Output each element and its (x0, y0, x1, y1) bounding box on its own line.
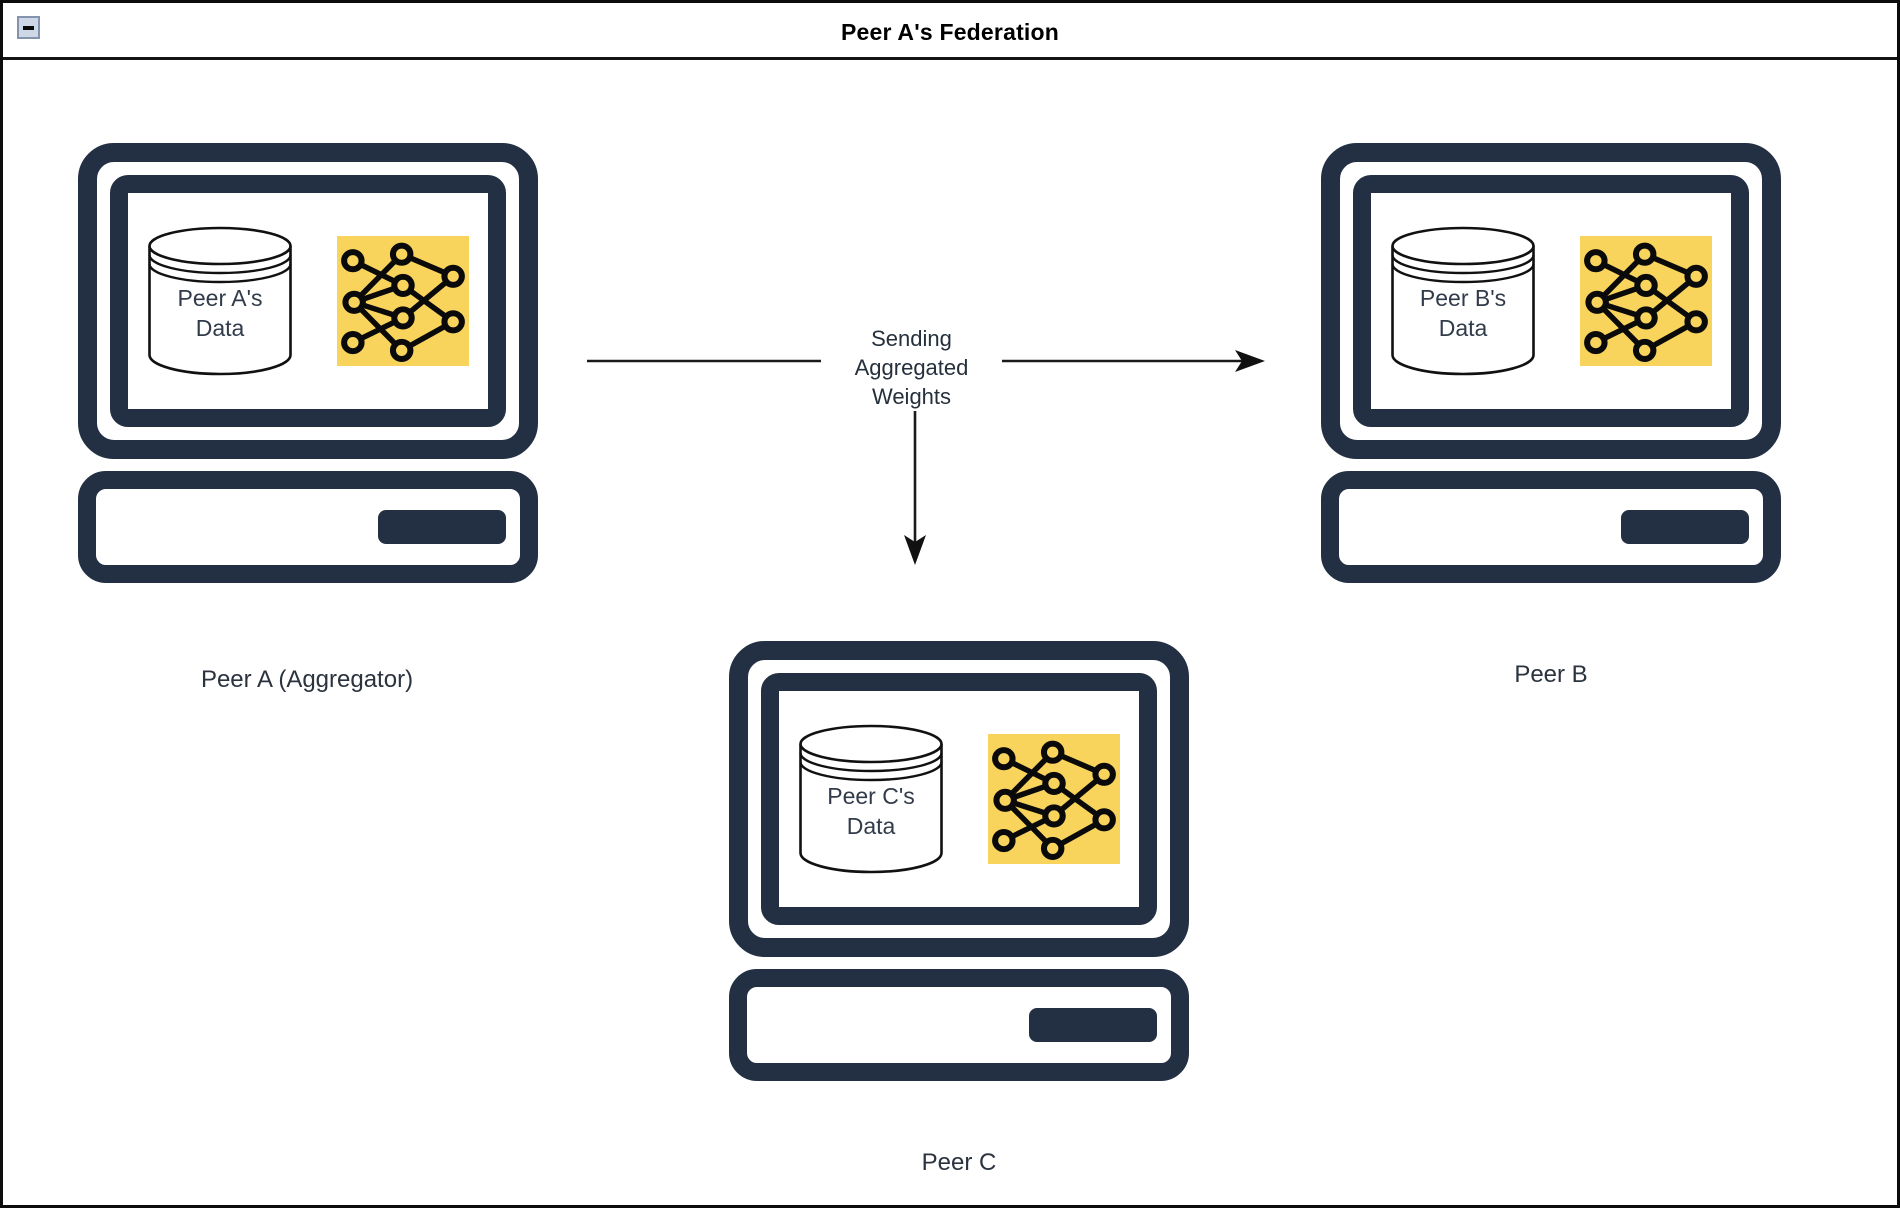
collapse-button[interactable] (17, 16, 40, 39)
database-icon: Peer A's Data (147, 225, 293, 377)
disk-slot-icon (1621, 510, 1749, 544)
computer-base-icon (729, 969, 1189, 1081)
peer-b-label[interactable]: Peer B (1514, 661, 1588, 688)
monitor-icon: Peer C's Data (729, 641, 1189, 957)
arrowhead-right-icon (1235, 350, 1265, 372)
disk-slot-icon (378, 510, 506, 544)
computer-base-icon (78, 471, 538, 583)
disk-slot-icon (1029, 1008, 1157, 1042)
database-icon: Peer B's Data (1390, 225, 1536, 377)
arrow-label[interactable]: Sending Aggregated Weights (821, 324, 1002, 411)
monitor-icon: Peer A's Data (78, 143, 538, 459)
monitor-icon: Peer B's Data (1321, 143, 1781, 459)
neural-network-icon (988, 734, 1120, 864)
neural-network-icon (1580, 236, 1712, 366)
db-label: Peer B's Data (1419, 285, 1507, 341)
peer-c-label[interactable]: Peer C (921, 1149, 997, 1176)
db-label: Peer C's Data (827, 783, 915, 839)
neural-network-icon (337, 236, 469, 366)
page-title: Peer A's Federation (840, 19, 1060, 45)
database-icon: Peer C's Data (798, 723, 944, 875)
computer-peer-b[interactable]: Peer B's Data (1321, 143, 1781, 583)
computer-base-icon (1321, 471, 1781, 583)
minus-icon (23, 25, 34, 30)
db-label: Peer A's Data (177, 285, 263, 341)
peer-a-label[interactable]: Peer A (Aggregator) (200, 666, 414, 693)
arrowhead-down-icon (904, 535, 926, 565)
title-bar: Peer A's Federation (3, 3, 1897, 60)
computer-peer-c[interactable]: Peer C's Data (729, 641, 1189, 1081)
diagram-canvas: Peer A's Data (3, 63, 1897, 1205)
computer-peer-a[interactable]: Peer A's Data (78, 143, 538, 583)
